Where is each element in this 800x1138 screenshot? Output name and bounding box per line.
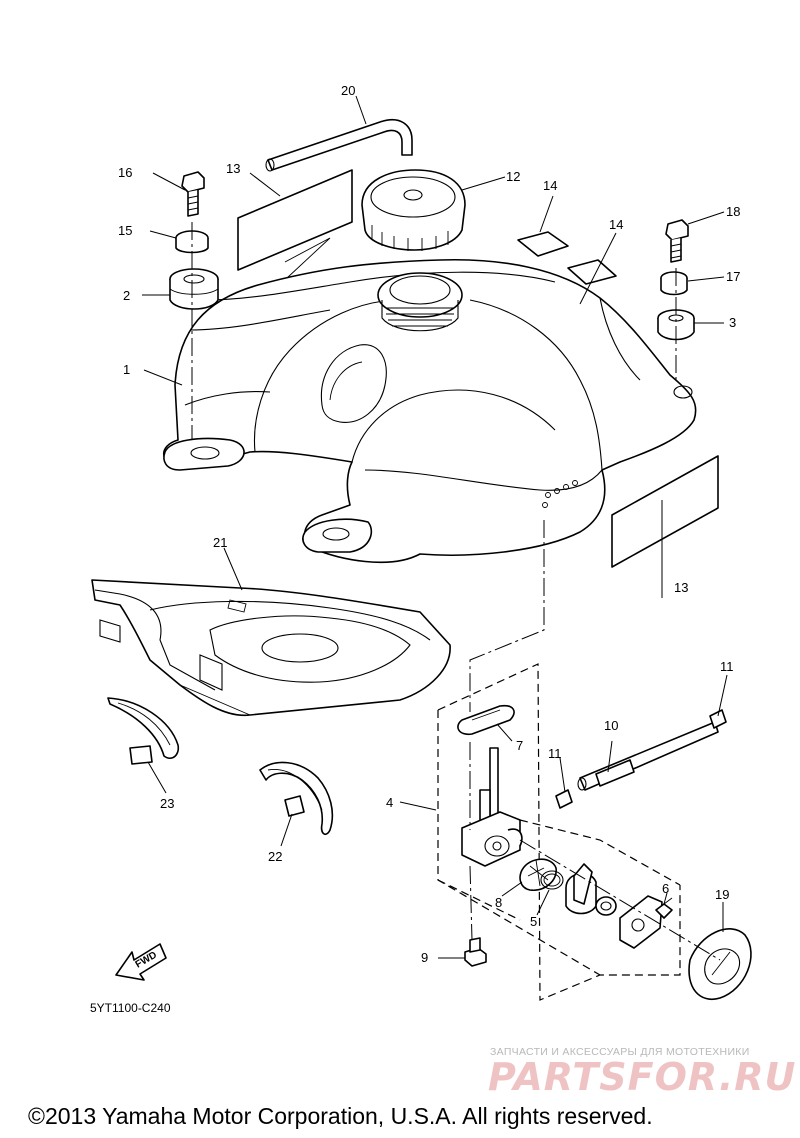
callout-10: 10	[604, 718, 618, 733]
callout-18: 18	[726, 204, 740, 219]
tank-tray-21	[91, 579, 451, 717]
callout-labels: 20 12 13 16 15 2 1 14 14 18 17 3 13 21 2…	[118, 83, 740, 965]
band-22	[259, 761, 334, 836]
fuel-cock-assembly	[437, 663, 681, 1001]
hose-clip-11-lower	[555, 789, 573, 809]
collar-17	[660, 271, 688, 296]
callout-3: 3	[729, 315, 736, 330]
callout-11-lower: 11	[548, 746, 562, 761]
diagram-code: 5YT1100-C240	[90, 1001, 171, 1015]
callout-4: 4	[386, 795, 393, 810]
callout-16: 16	[118, 165, 132, 180]
callout-9: 9	[421, 950, 428, 965]
damper-2	[169, 268, 219, 310]
fuel-breather-hose	[265, 118, 413, 172]
warning-label-side	[611, 455, 719, 568]
callout-20: 20	[341, 83, 355, 98]
callout-13-side: 13	[674, 580, 688, 595]
callout-14-right: 14	[609, 217, 623, 232]
band-23	[107, 697, 180, 765]
callout-22: 22	[268, 849, 282, 864]
bolt-18	[665, 219, 689, 263]
callout-23: 23	[160, 796, 174, 811]
watermark-tagline: ЗАПЧАСТИ И АКСЕССУАРЫ ДЛЯ МОТОТЕХНИКИ	[490, 1046, 750, 1058]
forward-arrow-icon: FWD	[115, 943, 167, 981]
callout-14-left: 14	[543, 178, 557, 193]
callout-17: 17	[726, 269, 740, 284]
callout-13-top: 13	[226, 161, 240, 176]
damper-pad-left	[517, 231, 569, 257]
callout-11-upper: 11	[720, 659, 734, 674]
leader-lines	[142, 95, 728, 959]
callout-6: 6	[662, 881, 669, 896]
callout-15: 15	[118, 223, 132, 238]
warning-label-top	[237, 169, 353, 279]
bolt-16	[181, 171, 205, 217]
screw-9	[464, 937, 487, 967]
fuel-tank	[162, 258, 697, 564]
hose-clip-11-upper	[709, 709, 727, 729]
callout-12: 12	[506, 169, 520, 184]
callout-5: 5	[530, 914, 537, 929]
callout-7: 7	[516, 738, 523, 753]
callout-2: 2	[123, 288, 130, 303]
callout-8: 8	[495, 895, 502, 910]
fuel-hose-10	[577, 721, 719, 791]
callout-19: 19	[715, 887, 729, 902]
watermark-brand: PARTSFOR.RU	[488, 1055, 796, 1099]
callout-1: 1	[123, 362, 130, 377]
cap-19	[688, 928, 752, 1000]
callout-21: 21	[213, 535, 227, 550]
fuel-tank-cap	[361, 169, 466, 251]
damper-pad-right	[567, 259, 617, 285]
watermark: ЗАПЧАСТИ И АКСЕССУАРЫ ДЛЯ МОТОТЕХНИКИ PA…	[488, 1046, 796, 1099]
copyright-notice: ©2013 Yamaha Motor Corporation, U.S.A. A…	[28, 1103, 653, 1129]
